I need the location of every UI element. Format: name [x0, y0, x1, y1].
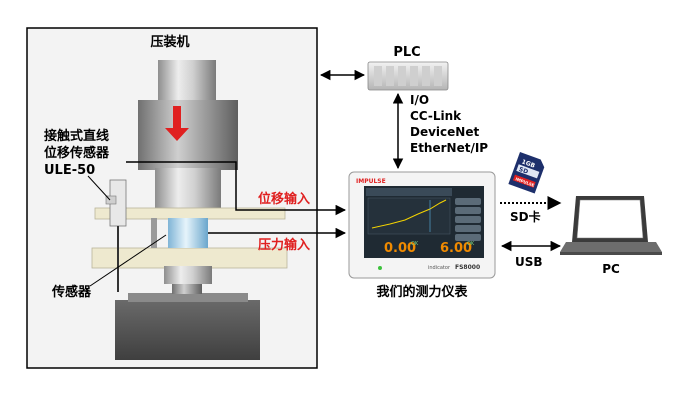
- meter-value-right: 6.00: [440, 241, 472, 256]
- force-input-label: 压力输入: [258, 237, 310, 253]
- sdcard-brand: IMPULSE: [515, 176, 536, 188]
- press-base-top: [128, 293, 248, 302]
- displacement-signal-line: [126, 161, 347, 216]
- displacement-sensor-head: [105, 195, 117, 205]
- displacement-sensor-leader: [87, 175, 111, 201]
- meter-power-led: [378, 266, 382, 270]
- meter-model-small: indicator: [428, 265, 451, 271]
- press-base: [115, 300, 260, 360]
- force-sensor-body: [168, 218, 208, 248]
- cylinder-lower: [155, 168, 221, 212]
- displacement-input-label: 位移输入: [258, 191, 310, 207]
- meter-model: FS8000: [455, 264, 480, 271]
- meter-status-left: OK: [411, 241, 419, 247]
- force-sensor-label: 传感器: [51, 284, 92, 300]
- interface-ethernetip: EtherNet/IP: [410, 141, 488, 155]
- sdcard-capacity: 1GB: [521, 158, 537, 169]
- displacement-sensor-name-1: 接触式直线: [44, 128, 109, 144]
- plc-device: [367, 61, 449, 91]
- press-title: 压装机: [150, 34, 189, 50]
- plc-label: PLC: [393, 45, 420, 60]
- interface-devicenet: DeviceNet: [410, 125, 479, 139]
- laptop-icon: [560, 196, 662, 255]
- meter-graph-curve: [371, 199, 447, 229]
- meter-menu-1[interactable]: [455, 198, 481, 205]
- meter-status-right: OK: [467, 241, 475, 247]
- sdcard-icon: SD 1GB IMPULSE: [508, 152, 545, 194]
- meter-value-left: 0.00: [384, 241, 416, 256]
- cylinder-top: [158, 60, 216, 102]
- meter-menu-4[interactable]: [455, 225, 481, 232]
- meter-menu-5[interactable]: [455, 234, 481, 241]
- cylinder-main: [138, 100, 238, 170]
- force-sensor-leader: [89, 234, 167, 287]
- meter-menu-3[interactable]: [455, 216, 481, 223]
- workpiece: [164, 266, 212, 284]
- pc-label: PC: [602, 262, 620, 276]
- sdcard-label: SD卡: [510, 209, 541, 224]
- press-direction-arrow: [165, 106, 189, 141]
- press-base-post: [172, 284, 202, 294]
- force-meter: IMPULSE 0.00 OK 6.00 OK indicator FS8000: [348, 171, 496, 279]
- meter-brand: IMPULSE: [356, 178, 386, 185]
- interface-cclink: CC-Link: [410, 109, 462, 123]
- displacement-sensor-model: ULE-50: [44, 163, 95, 178]
- sdcard-type: SD: [518, 166, 529, 176]
- meter-caption: 我们的测力仪表: [376, 284, 468, 300]
- interface-io: I/O: [410, 93, 429, 107]
- usb-label: USB: [515, 255, 543, 269]
- guide-rod: [151, 218, 157, 248]
- displacement-sensor-name-2: 位移传感器: [44, 145, 110, 161]
- meter-menu-2[interactable]: [455, 207, 481, 214]
